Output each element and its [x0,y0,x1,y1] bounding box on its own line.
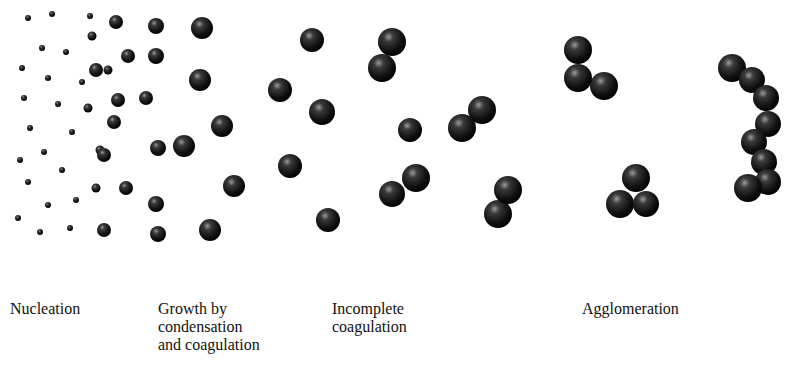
coagulation-particles [368,28,522,228]
nucleation-particles [15,11,153,237]
stage-label: Incomplete coagulation [332,300,432,336]
stage-label: Growth by condensation and coagulation [158,300,266,354]
agglomerate-particles [564,36,781,218]
stage-label: Nucleation [10,300,150,318]
stage-label: Agglomeration [582,300,762,318]
growth-particles [148,17,340,242]
